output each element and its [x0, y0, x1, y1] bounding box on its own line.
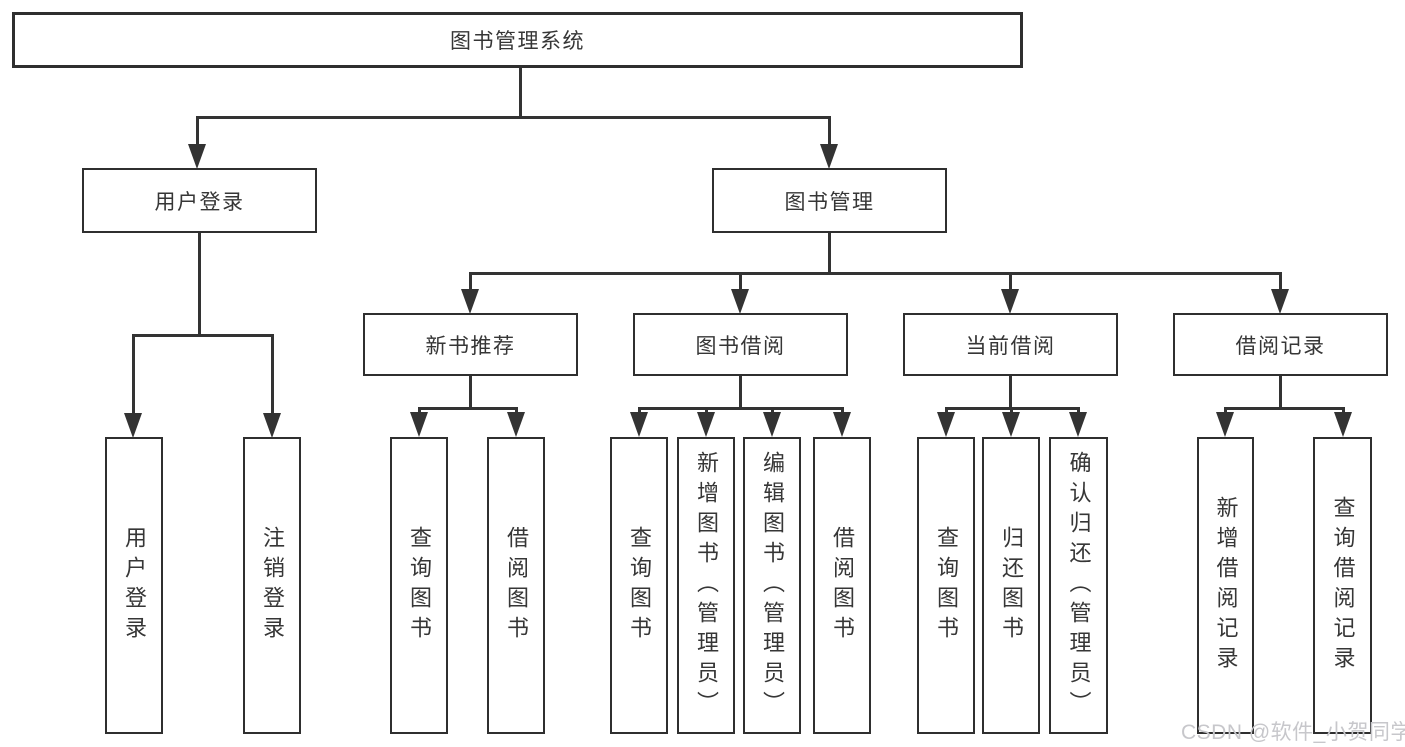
leaf-borrow-books-2: 借阅图书 [813, 437, 871, 734]
connector-line [469, 272, 472, 291]
arrow-down-icon [461, 289, 479, 314]
leaf-confirm-return-admin-label: 确认归还（管理员） [1066, 450, 1092, 721]
arrow-down-icon [731, 289, 749, 314]
leaf-add-borrow-record: 新增借阅记录 [1197, 437, 1254, 734]
leaf-user-login-label: 用户登录 [122, 525, 147, 646]
connector-line [132, 334, 135, 416]
connector-line [945, 407, 948, 416]
leaf-query-books-borrow: 查询图书 [610, 437, 668, 734]
connector-line [1279, 272, 1282, 291]
leaf-return-book: 归还图书 [982, 437, 1040, 734]
arrow-down-icon [937, 412, 955, 437]
node-new-book-recommend: 新书推荐 [363, 313, 578, 376]
connector-line [828, 233, 831, 274]
leaf-logout-label: 注销登录 [260, 525, 285, 646]
connector-line [469, 376, 472, 409]
arrow-down-icon [188, 144, 206, 169]
leaf-query-borrow-record: 查询借阅记录 [1313, 437, 1372, 734]
connector-line [1009, 376, 1012, 409]
connector-line [1010, 407, 1013, 416]
connector-line [469, 272, 1282, 275]
connector-line [739, 272, 742, 291]
arrow-down-icon [1216, 412, 1234, 437]
leaf-query-books-recommend-label: 查询图书 [407, 525, 432, 646]
leaf-return-book-label: 归还图书 [999, 525, 1024, 646]
connector-line [828, 116, 831, 148]
leaf-add-book-admin-label: 新增图书（管理员） [694, 450, 719, 721]
node-book-management: 图书管理 [712, 168, 947, 233]
node-user-login-label: 用户登录 [154, 190, 245, 214]
arrow-down-icon [124, 413, 142, 438]
leaf-user-login: 用户登录 [105, 437, 163, 734]
connector-line [739, 376, 742, 409]
arrow-down-icon [410, 412, 428, 437]
leaf-edit-book-admin-label: 编辑图书（管理员） [760, 450, 785, 721]
connector-line [515, 407, 518, 416]
arrow-down-icon [1001, 289, 1019, 314]
node-current-borrow-label: 当前借阅 [965, 334, 1056, 358]
leaf-query-borrow-record-label: 查询借阅记录 [1330, 495, 1356, 676]
leaf-add-book-admin: 新增图书（管理员） [677, 437, 735, 734]
node-current-borrow: 当前借阅 [903, 313, 1118, 376]
connector-line [1224, 407, 1227, 416]
connector-line [196, 116, 831, 119]
connector-line [132, 334, 274, 337]
leaf-query-books-current: 查询图书 [917, 437, 975, 734]
connector-line [519, 68, 522, 118]
connector-line [418, 407, 518, 410]
node-new-book-recommend-label: 新书推荐 [425, 334, 516, 358]
leaf-query-books-borrow-label: 查询图书 [627, 525, 652, 646]
arrow-down-icon [630, 412, 648, 437]
leaf-query-books-recommend: 查询图书 [390, 437, 448, 734]
arrow-down-icon [1069, 412, 1087, 437]
connector-line [1342, 407, 1345, 416]
node-borrow-records: 借阅记录 [1173, 313, 1388, 376]
arrow-down-icon [763, 412, 781, 437]
leaf-borrow-books-recommend: 借阅图书 [487, 437, 545, 734]
connector-line [638, 407, 641, 416]
node-borrow-records-label: 借阅记录 [1235, 334, 1326, 358]
leaf-add-borrow-record-label: 新增借阅记录 [1213, 495, 1239, 676]
connector-line [1077, 407, 1080, 416]
arrow-down-icon [1002, 412, 1020, 437]
connector-line [771, 407, 774, 416]
connector-line [198, 233, 201, 336]
connector-line [1224, 407, 1345, 410]
leaf-logout: 注销登录 [243, 437, 301, 734]
connector-line [1279, 376, 1282, 409]
leaf-borrow-books-recommend-label: 借阅图书 [504, 525, 529, 646]
connector-line [841, 407, 844, 416]
arrow-down-icon [263, 413, 281, 438]
connector-line [1009, 272, 1012, 291]
connector-line [418, 407, 421, 416]
connector-line [705, 407, 708, 416]
leaf-borrow-books-2-label: 借阅图书 [830, 525, 855, 646]
leaf-confirm-return-admin: 确认归还（管理员） [1049, 437, 1108, 734]
node-root: 图书管理系统 [12, 12, 1023, 68]
arrow-down-icon [1271, 289, 1289, 314]
connector-line [196, 116, 199, 148]
leaf-query-books-current-label: 查询图书 [934, 525, 959, 646]
arrow-down-icon [833, 412, 851, 437]
node-book-management-label: 图书管理 [784, 190, 875, 214]
connector-line [271, 334, 274, 416]
arrow-down-icon [507, 412, 525, 437]
watermark: CSDN @软件_小贺同学 [1181, 721, 1405, 744]
node-book-borrow-label: 图书借阅 [695, 334, 786, 358]
leaf-edit-book-admin: 编辑图书（管理员） [743, 437, 801, 734]
connector-line [945, 407, 1080, 410]
arrow-down-icon [820, 144, 838, 169]
connector-line [638, 407, 844, 410]
arrow-down-icon [1334, 412, 1352, 437]
node-user-login: 用户登录 [82, 168, 317, 233]
node-book-borrow: 图书借阅 [633, 313, 848, 376]
arrow-down-icon [697, 412, 715, 437]
node-root-label: 图书管理系统 [450, 30, 585, 53]
